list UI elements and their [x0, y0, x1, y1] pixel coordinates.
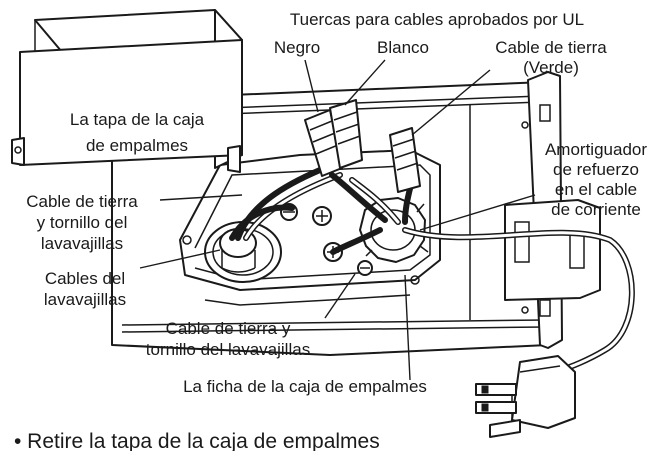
- power-plug: [475, 355, 576, 438]
- ground-cable-label-line2: (Verde): [523, 58, 579, 77]
- dw-cables-label-line2: lavavajillas: [44, 290, 126, 309]
- box-plug-label: La ficha de la caja de empalmes: [183, 377, 427, 396]
- wires: [229, 167, 415, 255]
- strain-relief-label-line2: de refuerzo: [553, 160, 639, 179]
- box-cover-label-line2: de empalmes: [86, 136, 188, 155]
- instruction-text: • Retire la tapa de la caja de empalmes: [14, 430, 380, 451]
- ground-cable-label-line1: Cable de tierra: [495, 38, 607, 57]
- dw-ground-top-label-line2: y tornillo del: [37, 213, 128, 232]
- wire-nuts: [304, 99, 421, 193]
- dw-ground-top-label-line3: lavavajillas: [41, 234, 123, 253]
- dw-ground-top-label-line1: Cable de tierra: [26, 192, 138, 211]
- black-wire-label: Negro: [274, 38, 320, 57]
- junction-box-cover: [11, 9, 243, 173]
- leader-lines: [139, 59, 536, 381]
- white-wire-label: Blanco: [377, 38, 429, 57]
- strain-relief-label-line4: de corriente: [551, 200, 641, 219]
- callout-labels: Tuercas para cables aprobados por UL Neg…: [26, 10, 647, 396]
- dw-ground-bottom-label-line2: tornillo del lavavajillas: [146, 340, 310, 359]
- strain-relief-label-line3: en el cable: [555, 180, 637, 199]
- dw-ground-bottom-label-line1: Cable de tierra y: [166, 319, 291, 338]
- wire-nuts-header-label: Tuercas para cables aprobados por UL: [290, 10, 584, 29]
- dw-cables-label-line1: Cables del: [45, 269, 125, 288]
- power-cord: [402, 227, 635, 381]
- box-cover-label-line1: La tapa de la caja: [70, 110, 205, 129]
- strain-relief-label-line1: Amortiguador: [545, 140, 647, 159]
